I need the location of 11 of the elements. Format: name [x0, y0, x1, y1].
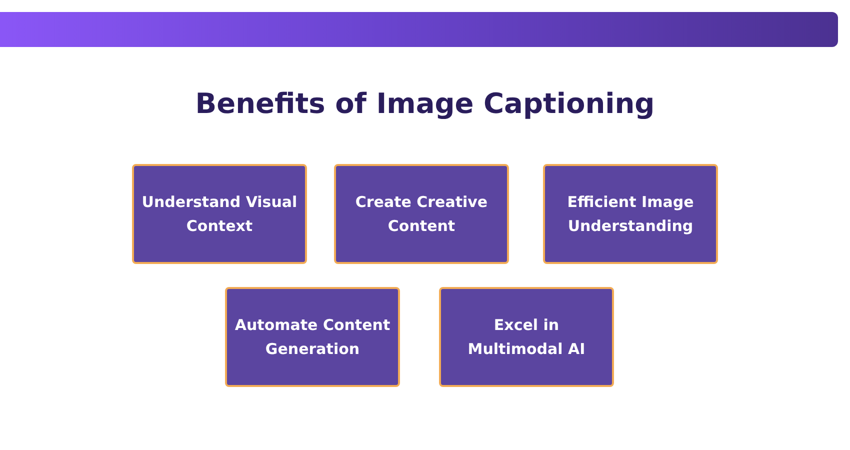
benefit-box: [334, 164, 509, 264]
benefit-text: Create Creative Content: [354, 192, 489, 237]
benefit-text: Understand Visual Context: [140, 192, 298, 237]
benefit-box: [132, 164, 307, 264]
benefit-box: [225, 287, 400, 387]
benefit-text: Automate Content Generation: [234, 315, 392, 360]
benefit-text: Excel in Multimodal AI: [466, 315, 586, 360]
benefit-text: Efficient Image Understanding: [566, 192, 695, 237]
title: Benefits of Image Captioning: [194, 86, 656, 122]
benefit-box: [543, 164, 718, 264]
benefit-box: [439, 287, 614, 387]
